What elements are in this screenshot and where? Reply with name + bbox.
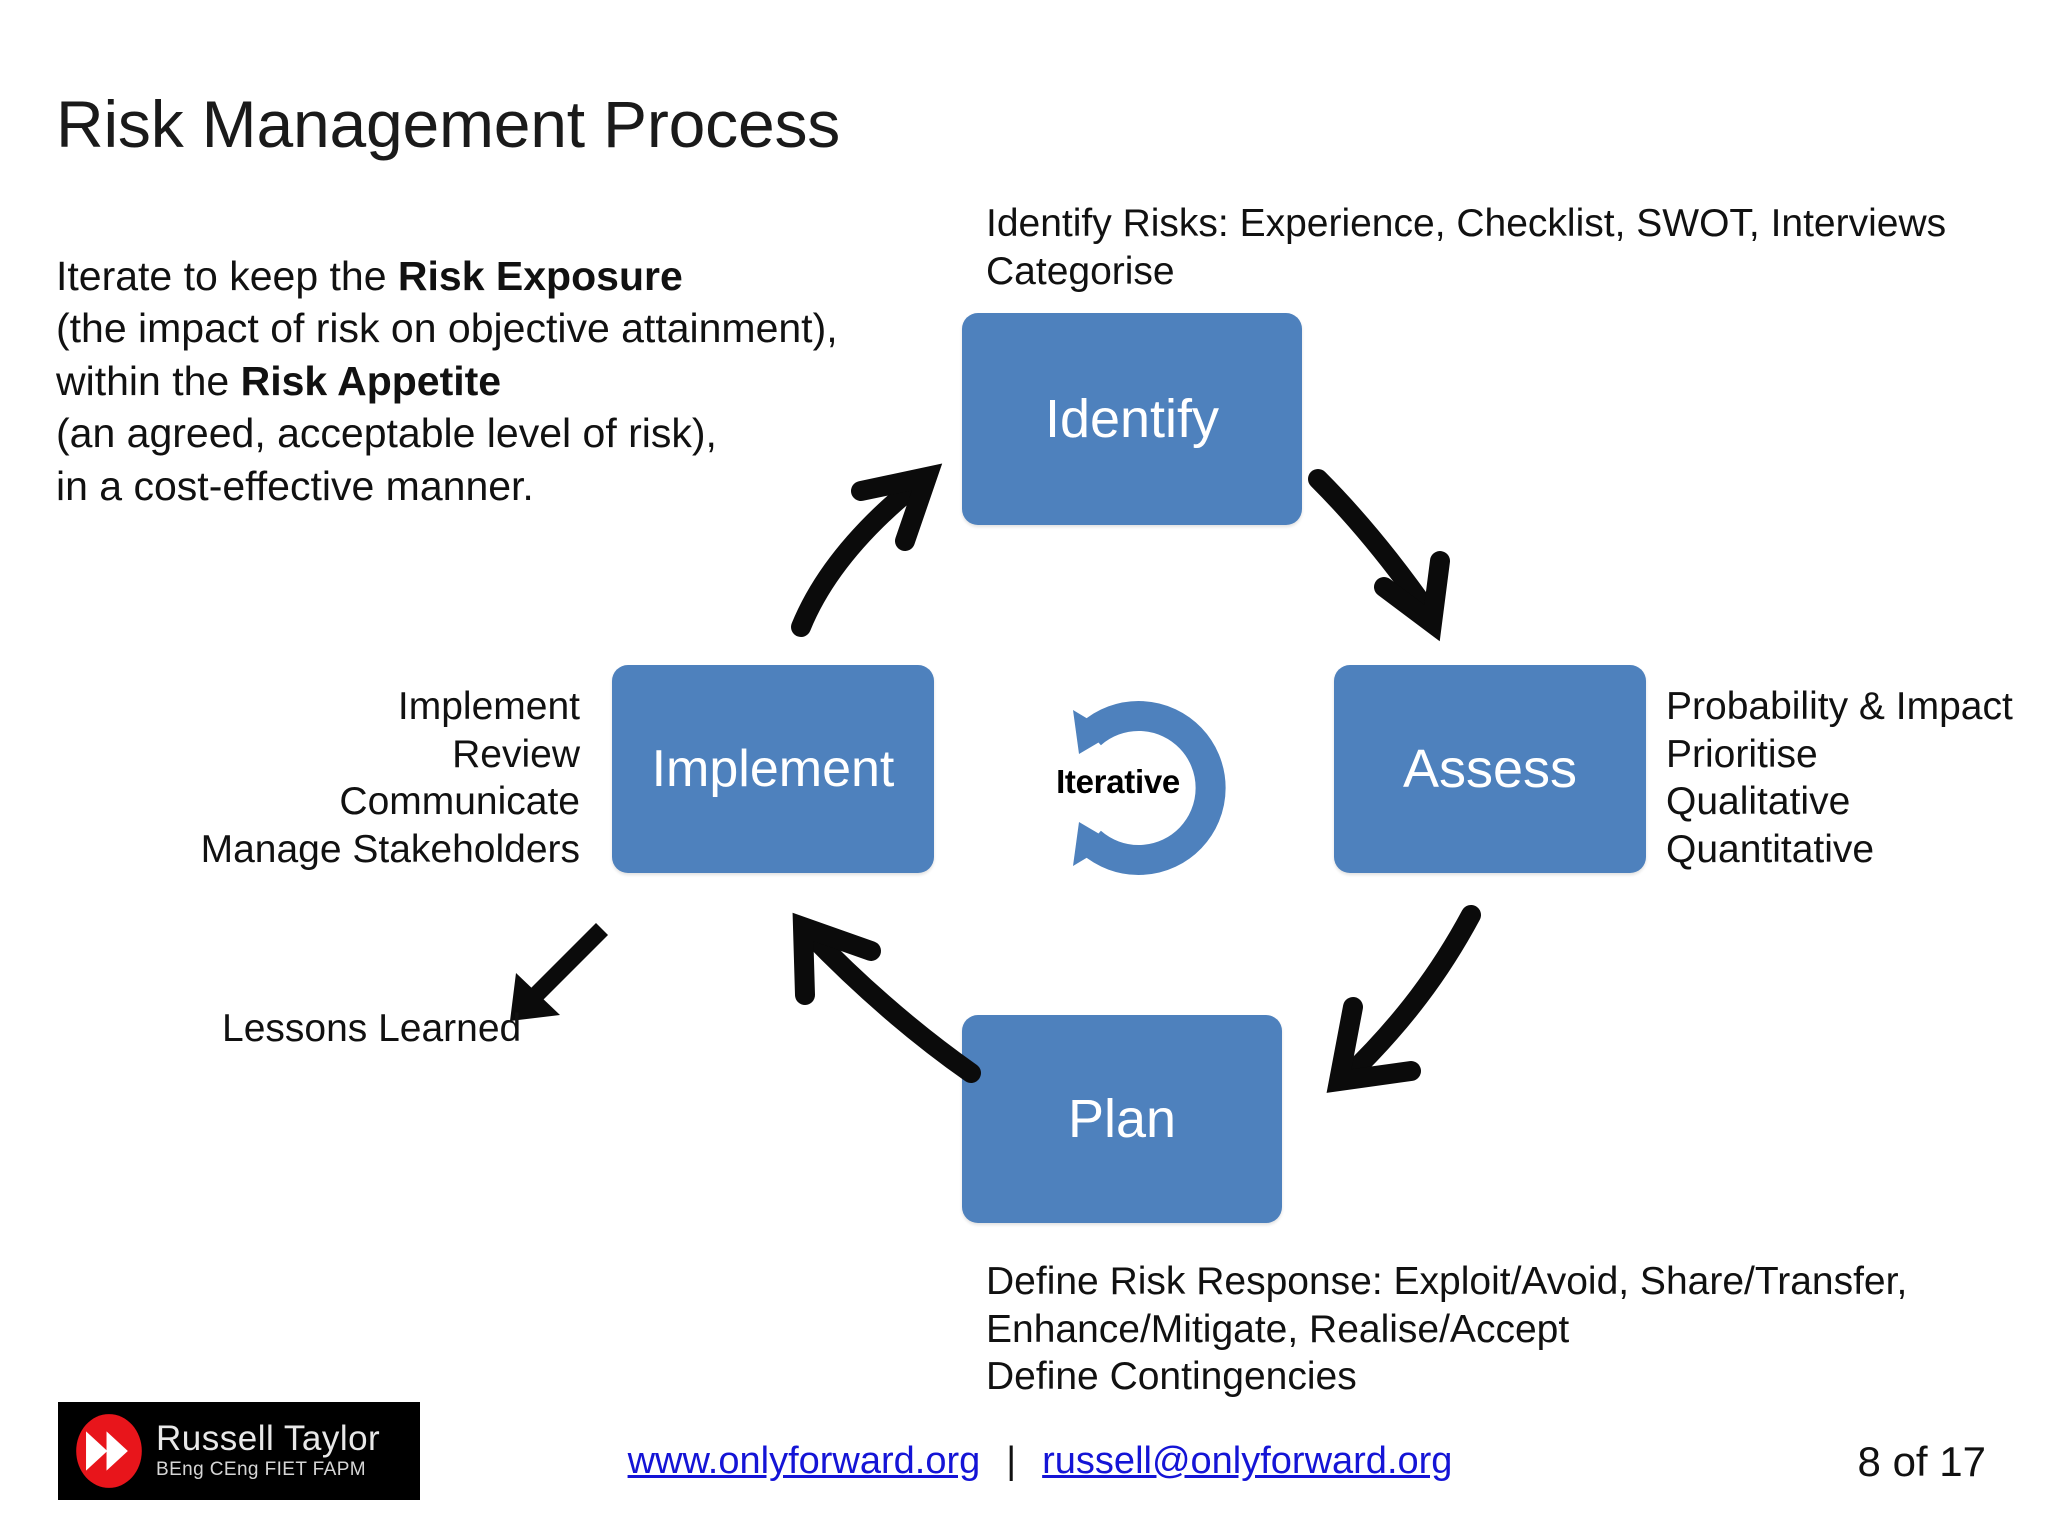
annotation-implement-line-3: Communicate: [339, 780, 580, 824]
footer-separator: |: [1006, 1440, 1017, 1482]
process-box-assess[interactable]: Assess: [1334, 665, 1646, 873]
logo-qualifications: BEng CEng FIET FAPM: [156, 1459, 366, 1481]
logo-text-block: Russell Taylor BEng CEng FIET FAPM: [156, 1418, 381, 1482]
annotation-assess-line-2: Prioritise: [1666, 732, 1818, 776]
annotation-plan-line-2: Enhance/Mitigate, Realise/Accept: [986, 1307, 1570, 1351]
intro-paragraph: Iterate to keep the Risk Exposure (the i…: [56, 250, 936, 512]
process-box-implement-label: Implement: [651, 740, 895, 798]
annotation-identify: Identify Risks: Experience, Checklist, S…: [986, 200, 1946, 295]
double-chevron-logo-icon: [76, 1414, 142, 1488]
arrow-assess-to-plan: [1326, 905, 1481, 1093]
annotation-assess-line-3: Qualitative: [1666, 780, 1851, 824]
annotation-identify-line-1: Identify Risks: Experience, Checklist, S…: [986, 202, 1947, 245]
iterative-label: Iterative: [1056, 763, 1180, 800]
page-number: 8 of 17: [1857, 1438, 1986, 1485]
annotation-implement-line-4: Manage Stakeholders: [200, 827, 580, 871]
annotation-plan-line-1: Define Risk Response: Exploit/Avoid, Sha…: [986, 1260, 1908, 1303]
annotation-plan: Define Risk Response: Exploit/Avoid, Sha…: [986, 1258, 1907, 1401]
annotation-plan-line-3: Define Contingencies: [986, 1355, 1357, 1399]
footer-links: www.onlyforward.org | russell@onlyforward.…: [590, 1440, 1490, 1483]
annotation-identify-line-2: Categorise: [986, 249, 1175, 293]
email-link[interactable]: russell@onlyforward.org: [1042, 1440, 1453, 1482]
intro-line-5: in a cost-effective manner.: [56, 462, 534, 509]
arrow-lessons-learned: [510, 922, 609, 1021]
process-box-plan[interactable]: Plan: [962, 1015, 1282, 1223]
page-title: Risk Management Process: [56, 87, 841, 161]
annotation-lessons-learned: Lessons Learned: [222, 1007, 522, 1050]
intro-line-4: (an agreed, acceptable level of risk),: [56, 410, 717, 457]
website-link[interactable]: www.onlyforward.org: [627, 1440, 981, 1482]
intro-line-1: Iterate to keep the Risk Exposure: [56, 250, 936, 302]
annotation-implement: Implement Review Communicate Manage Stak…: [200, 683, 580, 873]
annotation-assess-line-1: Probability & Impact: [1666, 685, 2013, 728]
russell-taylor-logo: Russell Taylor BEng CEng FIET FAPM: [58, 1402, 420, 1500]
logo-name: Russell Taylor: [156, 1418, 381, 1458]
annotation-implement-line-1: Implement: [397, 685, 580, 728]
process-box-identify[interactable]: Identify: [962, 313, 1302, 525]
intro-line-1-text: Iterate to keep the: [56, 253, 398, 299]
term-risk-exposure: Risk Exposure: [397, 253, 683, 299]
annotation-assess: Probability & Impact Prioritise Qualitat…: [1666, 683, 2013, 873]
process-box-assess-label: Assess: [1402, 739, 1578, 799]
annotation-implement-line-2: Review: [452, 732, 580, 776]
arrow-plan-to-implement: [792, 912, 981, 1083]
process-box-implement[interactable]: Implement: [612, 665, 934, 873]
intro-line-2: (the impact of risk on objective attainm…: [56, 305, 838, 352]
annotation-assess-line-4: Quantitative: [1666, 827, 1875, 871]
term-risk-appetite: Risk Appetite: [240, 357, 502, 404]
arrow-implement-to-identify: [791, 463, 943, 637]
intro-line-3-text: within the: [56, 357, 241, 404]
process-box-plan-label: Plan: [1067, 1089, 1177, 1149]
iterative-circular-arrow-icon: [1073, 701, 1226, 875]
process-box-identify-label: Identify: [1044, 389, 1220, 449]
arrow-identify-to-assess: [1308, 469, 1450, 642]
intro-line-3: within the Risk Appetite: [56, 355, 936, 407]
